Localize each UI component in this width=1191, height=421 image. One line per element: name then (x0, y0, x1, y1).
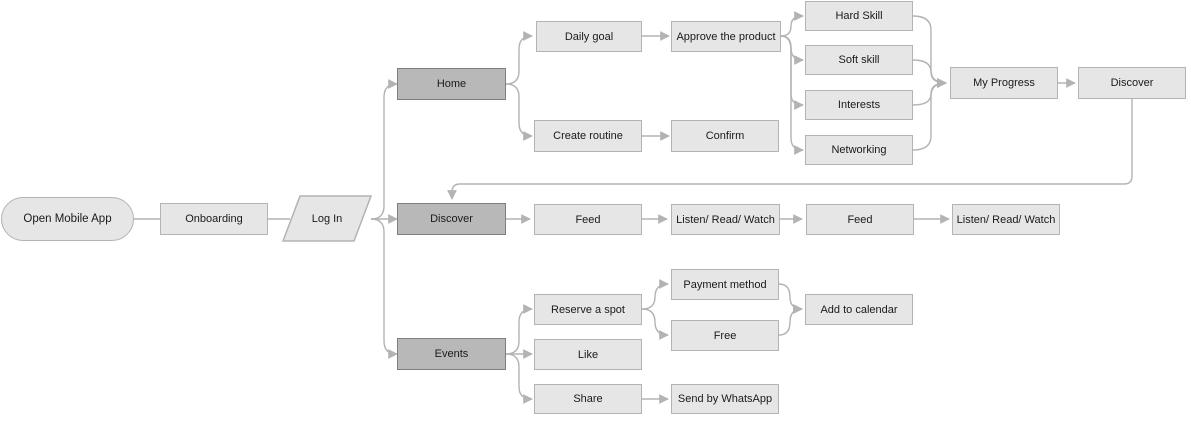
listen-read-watch-node-second: Listen/ Read/ Watch (952, 204, 1060, 235)
connector (505, 31, 533, 85)
networking-node: Networking (805, 135, 913, 165)
node-label: Events (434, 348, 469, 360)
connector (778, 304, 803, 336)
node-label: Home (436, 78, 467, 90)
payment-method-node: Payment method (671, 269, 779, 300)
node-label: Feed (847, 213, 873, 226)
node-label: Hard Skill (835, 10, 883, 22)
connector (505, 83, 533, 141)
node-label: Approve the product (676, 30, 776, 43)
approve-product-node: Approve the product (671, 21, 781, 52)
connector (505, 304, 533, 355)
node-label: Create routine (553, 130, 623, 142)
connector (780, 35, 804, 65)
node-label: Confirm (705, 130, 745, 142)
node-label: Log In (311, 212, 343, 225)
node-label: Open Mobile App (23, 213, 112, 225)
connector (370, 218, 398, 359)
discover-top-node: Discover (1078, 67, 1186, 99)
free-node: Free (671, 320, 779, 351)
discover-node: Discover (397, 203, 506, 235)
add-to-calendar-node: Add to calendar (805, 294, 913, 325)
daily-goal-node: Daily goal (536, 21, 642, 52)
node-label: Listen/ Read/ Watch (676, 213, 775, 226)
node-label: Onboarding (185, 213, 243, 225)
my-progress-node: My Progress (950, 67, 1058, 99)
node-label: Share (573, 393, 603, 405)
open-mobile-app-node: Open Mobile App (1, 197, 134, 241)
hard-skill-node: Hard Skill (805, 1, 913, 31)
events-node: Events (397, 338, 506, 370)
node-label: Free (713, 329, 737, 342)
connector (912, 78, 947, 151)
interests-node: Interests (805, 90, 913, 120)
confirm-node: Confirm (671, 120, 779, 152)
connector (505, 353, 533, 404)
node-label: Interests (837, 99, 881, 111)
listen-read-watch-node: Listen/ Read/ Watch (671, 204, 780, 235)
send-whatsapp-node: Send by WhatsApp (671, 384, 779, 414)
node-label: Like (577, 348, 599, 361)
node-label: Listen/ Read/ Watch (956, 213, 1056, 226)
node-label: Soft skill (838, 54, 880, 66)
connector (641, 308, 669, 340)
node-label: Discover (1110, 77, 1154, 89)
feed-node: Feed (534, 204, 642, 235)
create-routine-node: Create routine (534, 120, 642, 152)
node-label: My Progress (973, 77, 1035, 89)
node-label: Add to calendar (820, 303, 898, 316)
connector (370, 79, 398, 220)
connector (912, 78, 947, 106)
node-label: Networking (831, 144, 887, 156)
node-label: Discover (430, 213, 473, 225)
share-node: Share (534, 384, 642, 414)
connector (641, 279, 669, 310)
home-node: Home (397, 68, 506, 100)
reserve-spot-node: Reserve a spot (534, 294, 642, 325)
feed-node-second: Feed (806, 204, 914, 235)
node-label: Feed (575, 213, 601, 226)
login-node: Log In (281, 195, 373, 242)
connector (780, 35, 804, 110)
like-node: Like (534, 339, 642, 370)
connector (780, 35, 804, 155)
connector (778, 283, 803, 314)
connector (780, 11, 804, 37)
connector (912, 59, 947, 88)
soft-skill-node: Soft skill (805, 45, 913, 75)
onboarding-node: Onboarding (160, 203, 268, 235)
node-label: Reserve a spot (551, 303, 625, 316)
connector (447, 99, 1133, 200)
node-label: Send by WhatsApp (677, 393, 773, 405)
login-parallelogram-shape (281, 195, 373, 242)
node-label: Daily goal (564, 30, 614, 43)
connector (912, 15, 947, 88)
node-label: Payment method (683, 278, 767, 291)
